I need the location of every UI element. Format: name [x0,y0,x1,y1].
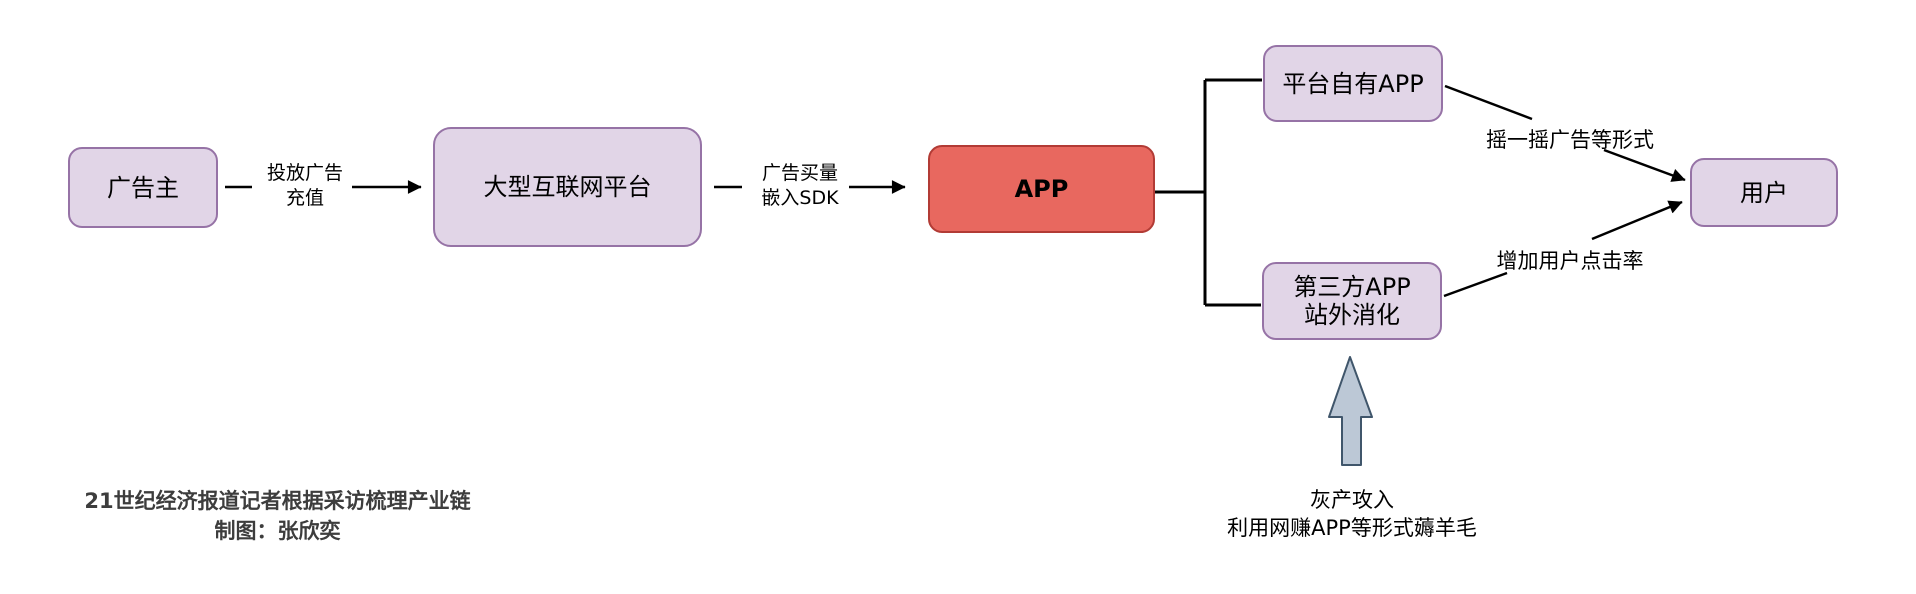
edge-label-buy-traffic-line1: 广告买量 [761,162,838,184]
node-platform-label: 大型互联网平台 [483,173,652,201]
footer-credit-line2: 制图：张欣奕 [214,519,341,543]
edge-thirdparty-user-segment1 [1443,271,1508,298]
node-app-label: APP [1014,175,1069,203]
edge-ownapp-user-segment1 [1444,84,1533,121]
node-third-party-app: 第三方APP 站外消化 [1262,262,1442,340]
annotation-gray-industry-line1: 灰产攻入 [1310,488,1394,512]
edge-label-shake-ads: 摇一摇广告等形式 [1486,128,1654,152]
footer-credit: 21世纪经济报道记者根据采访梳理产业链 制图：张欣奕 [55,486,500,546]
edge-app-branch-bracket [1155,78,1262,307]
node-platform-own-app-label: 平台自有APP [1282,69,1424,98]
node-user-label: 用户 [1740,178,1788,207]
node-user: 用户 [1690,158,1838,227]
node-advertiser: 广告主 [68,147,218,228]
edge-label-place-ads-line1: 投放广告 [266,162,343,184]
node-third-party-app-line1: 第三方APP [1293,273,1411,301]
node-third-party-app-line2: 站外消化 [1304,301,1400,329]
node-app: APP [928,145,1155,233]
edge-label-increase-ctr: 增加用户点击率 [1496,249,1644,273]
node-platform-own-app: 平台自有APP [1263,45,1443,122]
annotation-gray-industry: 灰产攻入 利用网赚APP等形式薅羊毛 [1202,486,1502,542]
edge-label-place-ads: 投放广告 充值 [240,161,370,211]
node-platform: 大型互联网平台 [433,127,702,247]
block-arrow-up-icon [1328,356,1373,466]
edge-ownapp-user-arrow [1603,148,1686,182]
edge-label-buy-traffic-line2: 嵌入SDK [761,187,839,209]
edge-label-buy-traffic: 广告买量 嵌入SDK [740,161,860,211]
edge-label-place-ads-line2: 充值 [285,187,324,209]
footer-credit-line1: 21世纪经济报道记者根据采访梳理产业链 [84,489,471,513]
node-advertiser-label: 广告主 [107,173,179,202]
node-third-party-app-label: 第三方APP 站外消化 [1293,273,1410,329]
edge-thirdparty-user-arrow [1591,200,1683,241]
annotation-gray-industry-line2: 利用网赚APP等形式薅羊毛 [1227,516,1477,540]
